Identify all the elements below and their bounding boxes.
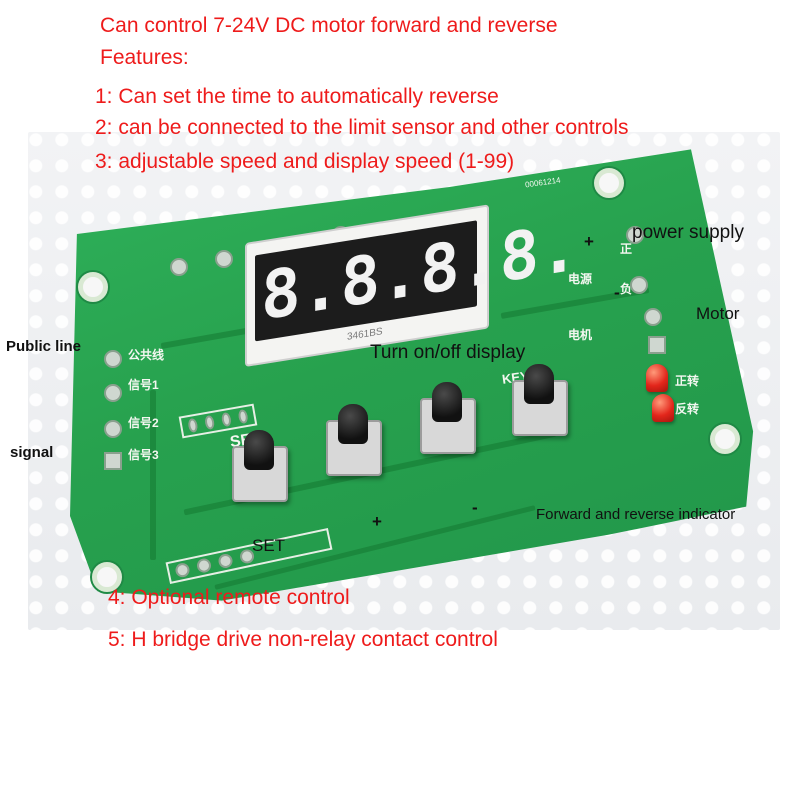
feature-item: 3: adjustable speed and display speed (1… [95,150,515,173]
mounting-hole [78,272,108,302]
header-pad [220,411,233,428]
plus-button-cap[interactable] [338,404,368,444]
terminal-positive [626,226,644,244]
display-digit: 8. [261,245,341,336]
display-digit: 8. [340,233,420,323]
header-pad [237,408,249,425]
pcb-trace [150,390,156,560]
plus-button[interactable] [326,404,382,476]
mounting-hole [594,168,624,198]
feature-item: 4: Optional remote control [108,586,350,609]
header-pad [195,557,213,574]
terminal-motor-b [648,336,666,354]
terminal-common [104,350,122,368]
silk-signal3: 信号3 [128,448,159,462]
silk-negative: 负 [620,282,633,296]
terminal-negative [630,276,648,294]
header-pad [187,417,199,434]
header-pad [217,552,234,570]
callout-signal: signal [10,444,54,461]
minus-button-cap[interactable] [432,382,462,422]
callout-turn-on-off: Turn on/off display [370,342,526,363]
mounting-hole [92,562,122,592]
display-face: 8. 8. 8. 8. [255,208,579,342]
callout-minus-power: - [614,283,620,302]
silk-signal1: 信号1 [128,378,159,392]
callout-power-supply: power supply [632,222,744,243]
callout-plus: + [372,512,382,531]
callout-public-line: Public line [6,338,82,355]
display-part-code: 3461BS [347,326,383,343]
callout-motor: Motor [696,304,740,323]
silk-forward: 正转 [675,374,700,388]
set-button-cap[interactable] [244,430,274,470]
page-title: Can control 7-24V DC motor forward and r… [100,14,558,37]
pad [215,250,233,268]
silk-common: 公共线 [128,348,165,362]
board-serial: 00061214 [524,175,562,190]
silk-motor: 电机 [568,328,593,342]
pad [170,258,188,276]
callout-set: SET [252,536,286,555]
silk-positive: 正 [620,242,633,256]
silk-signal2: 信号2 [128,416,159,430]
reverse-led [652,394,674,422]
feature-item: 1: Can set the time to automatically rev… [95,85,499,108]
display-digit: 8. [419,220,500,311]
power-display-button[interactable] [512,364,568,436]
minus-button[interactable] [420,382,476,454]
terminal-signal2 [104,420,122,438]
terminal-signal3 [104,452,122,470]
feature-item: 5: H bridge drive non-relay contact cont… [108,628,498,651]
set-button[interactable] [232,430,288,502]
features-label: Features: [100,46,189,69]
mounting-hole [710,424,740,454]
silk-power: 电源 [568,272,593,286]
power-display-button-cap[interactable] [524,364,554,404]
silk-reverse: 反转 [675,402,700,416]
header-pad [203,414,216,431]
forward-led [646,364,668,392]
terminal-motor-a [644,308,662,326]
callout-indicator: Forward and reverse indicator [536,506,736,523]
display-digit: 8. [499,208,579,298]
callout-minus: - [472,498,478,517]
header-pad [174,561,191,579]
callout-plus-power: + [584,232,594,251]
terminal-signal1 [104,384,122,402]
feature-item: 2: can be connected to the limit sensor … [95,116,629,139]
